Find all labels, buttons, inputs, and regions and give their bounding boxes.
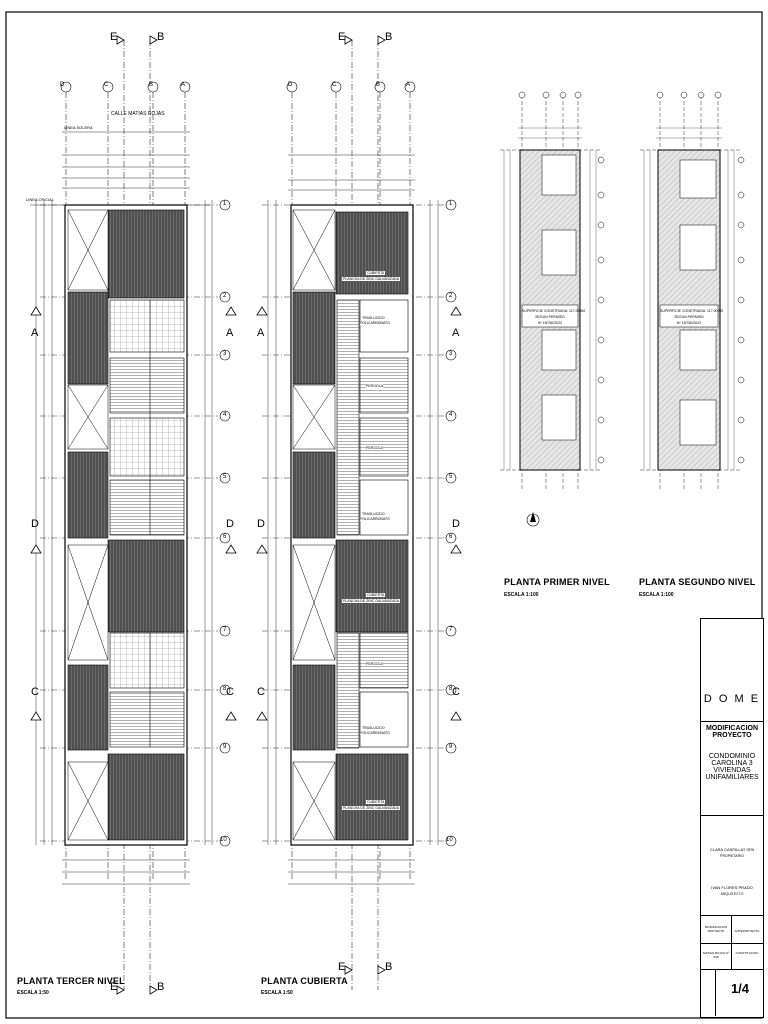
logo-text: D O M E (703, 693, 761, 705)
axis-label: B (376, 82, 381, 88)
section-mark-d: D (452, 518, 460, 530)
sheet-border (5, 11, 763, 1019)
roof-label: PLANCHA DE ZINC GALVANIZADA (342, 277, 401, 281)
cell-a: MODIFICACION PROYECTO (704, 925, 728, 933)
row-axis-label: 5 (449, 474, 453, 480)
plan-title-cubierta: PLANTA CUBIERTA (261, 976, 348, 986)
axis-label: D (288, 82, 293, 88)
plan-title-tercer: PLANTA TERCER NIVEL (17, 976, 125, 986)
row-axis-label: 7 (449, 627, 453, 633)
roof-label: TRASLUCIDO (362, 316, 385, 320)
section-mark-e: E (110, 31, 118, 43)
row-axis-label: 3 (223, 351, 227, 357)
plan-tercer-nivel (30, 35, 237, 995)
surface-note-line: SUPERFICIE CONSTRUIDA: 117.00 M2 (660, 309, 724, 313)
axis-label: A (406, 82, 411, 88)
row-axis-label: 6 (449, 534, 453, 540)
plan-scale-segundo: ESCALA 1:100 (639, 592, 674, 598)
section-mark-c: C (452, 686, 460, 698)
cell-b: ANTEPROYECTO (734, 929, 760, 933)
axis-label: C (332, 82, 337, 88)
section-mark-b: B (157, 31, 165, 43)
plan-scale-tercer: ESCALA 1:50 (17, 990, 49, 996)
roof-label: PERGOLA (366, 662, 383, 666)
axis-label: C (104, 82, 109, 88)
axis-label: D (60, 82, 65, 88)
plan-primer-nivel (500, 91, 605, 527)
surface-note-line: SUPERFICIE CONSTRUIDA: 117.00 M2 (522, 309, 586, 313)
plan-scale-primer: ESCALA 1:100 (504, 592, 539, 598)
roof-label: POLICARBONATO (360, 731, 390, 735)
plan-segundo-nivel (640, 91, 745, 490)
roof-label: POLICARBONATO (360, 321, 390, 325)
row-axis-label: 7 (223, 627, 227, 633)
row-axis-label: 3 (449, 351, 453, 357)
axis-label: A (181, 82, 186, 88)
row-axis-label: 9 (449, 744, 453, 750)
row-axis-label: 10 (220, 837, 227, 843)
architect-name: IVAN FLORES PRADO (711, 885, 753, 890)
cell-d: CONSTITUCION (735, 951, 759, 955)
sheet-number: 1/4 (730, 981, 750, 996)
section-mark-b: B (157, 981, 165, 993)
roof-label: PERGOLA (366, 446, 383, 450)
plan-title-segundo: PLANTA SEGUNDO NIVEL (639, 577, 756, 587)
plan-title-primer: PLANTA PRIMER NIVEL (504, 577, 610, 587)
roof-label: PLANCHA DE ZINC GALVANIZADA (342, 599, 401, 603)
architect-role: ARQUITECTO (720, 892, 744, 896)
section-mark-d: D (226, 518, 234, 530)
roof-label: TRASLUCIDO (362, 726, 385, 730)
roof-label: CUBIERTA (366, 593, 386, 597)
row-axis-label: 1 (449, 201, 453, 207)
axis-label: B (149, 82, 154, 88)
surface-note-line: Nº 15/760/2022 (676, 321, 702, 325)
roof-label: PLANCHA DE ZINC GALVANIZADA (342, 806, 401, 810)
section-mark-a: A (452, 327, 460, 339)
row-axis-label: 10 (446, 837, 453, 843)
row-axis-label: 2 (223, 293, 227, 299)
row-axis-label: 1 (223, 201, 227, 207)
cell-c: MATIAS ROJAS Nº 548 (703, 951, 729, 959)
plan-cubierta (256, 35, 462, 990)
section-mark-c: C (257, 686, 265, 698)
row-axis-label: 6 (223, 534, 227, 540)
section-mark-e: E (338, 31, 346, 43)
row-axis-label: 8 (223, 686, 227, 692)
surface-note-line: Nº 15/760/2022 (537, 321, 563, 325)
section-mark-c: C (31, 686, 39, 698)
surface-note-line: SEGUN PERMISO (674, 315, 704, 319)
section-mark-e: E (338, 961, 346, 973)
section-mark-a: A (257, 327, 265, 339)
section-mark-c: C (226, 686, 234, 698)
row-axis-label: 9 (223, 744, 227, 750)
roof-label: PERGOLA (366, 384, 383, 388)
surface-note-line: SEGUN PERMISO (535, 315, 565, 319)
roof-label: TRASLUCIDO (362, 512, 385, 516)
section-mark-b: B (385, 31, 393, 43)
section-mark-b: B (385, 961, 393, 973)
roof-label: POLICARBONATO (360, 517, 390, 521)
row-axis-label: 5 (223, 474, 227, 480)
section-mark-e: E (110, 981, 118, 993)
plan-scale-cubierta: ESCALA 1:50 (261, 990, 293, 996)
street-label: CALLE MATIAS ROJAS (111, 111, 165, 117)
section-mark-a: A (31, 327, 39, 339)
section-mark-d: D (31, 518, 39, 530)
project-type: MODIFICACION PROYECTO (705, 725, 759, 739)
roof-label: CUBIERTA (366, 271, 386, 275)
row-axis-label: 2 (449, 293, 453, 299)
row-axis-label: 4 (449, 412, 453, 418)
row-axis-label: 4 (223, 412, 227, 418)
roof-label: CUBIERTA (366, 800, 386, 804)
linea-oficial-label: LINEA OFICIAL (26, 197, 55, 202)
owner-name: CLARA CASPILLAT SPA (709, 847, 755, 852)
section-mark-a: A (226, 327, 234, 339)
project-name: CONDOMINIO CAROLINA 3 VIVIENDAS UNIFAMIL… (705, 753, 759, 781)
owner-role: PROPIETARIO (720, 854, 744, 858)
title-block: D O M E MODIFICACION PROYECTO CONDOMINIO… (700, 618, 764, 1018)
row-axis-label: 8 (449, 686, 453, 692)
linea-solera-label: LINEA SOLERA (64, 125, 93, 130)
section-mark-d: D (257, 518, 265, 530)
